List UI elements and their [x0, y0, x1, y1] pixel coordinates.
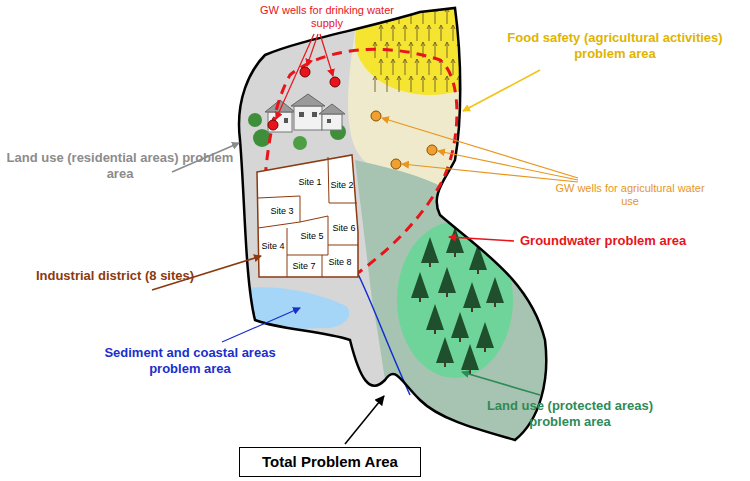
forest: [411, 227, 504, 374]
site-label: Site 4: [260, 241, 286, 251]
wells: [268, 67, 437, 169]
well-callout: GW wells for drinking water supply: [252, 4, 402, 30]
area-label: Sediment and coastal areas problem area: [80, 345, 300, 376]
site-parcel: Site 6: [331, 223, 357, 234]
site-label: Site 2: [329, 180, 355, 190]
site-label: Site 3: [269, 206, 295, 216]
site-parcel: Site 4: [260, 241, 286, 252]
area-label: Land use (protected areas) problem area: [460, 398, 680, 429]
site-parcel: Site 5: [299, 231, 325, 242]
total-outline: [239, 8, 546, 440]
site-parcel: Site 7: [291, 261, 317, 272]
total-area-box: Total Problem Area: [239, 447, 421, 477]
site-label: Site 6: [331, 223, 357, 233]
residential-area: [248, 94, 346, 150]
district-label: Industrial district (8 sites): [25, 268, 205, 284]
area-label: Groundwater problem area: [520, 233, 740, 249]
site-parcel: Site 1: [297, 177, 323, 188]
site-parcel: Site 8: [327, 257, 353, 268]
box-title: Total Problem Area: [240, 453, 420, 470]
site-label: Site 5: [299, 231, 325, 241]
site-parcel: Site 2: [329, 180, 355, 191]
well-callout: GW wells for agricultural water use: [555, 182, 705, 208]
site-label: Site 7: [291, 261, 317, 271]
leader-arrows: [152, 34, 578, 444]
industrial-district: [257, 155, 358, 277]
site-label: Site 1: [297, 177, 323, 187]
site-parcel: Site 3: [269, 206, 295, 217]
site-label: Site 8: [327, 257, 353, 267]
area-label: Food safety (agricultural activities) pr…: [485, 30, 745, 61]
area-label: Land use (residential areas) problem are…: [5, 150, 235, 181]
